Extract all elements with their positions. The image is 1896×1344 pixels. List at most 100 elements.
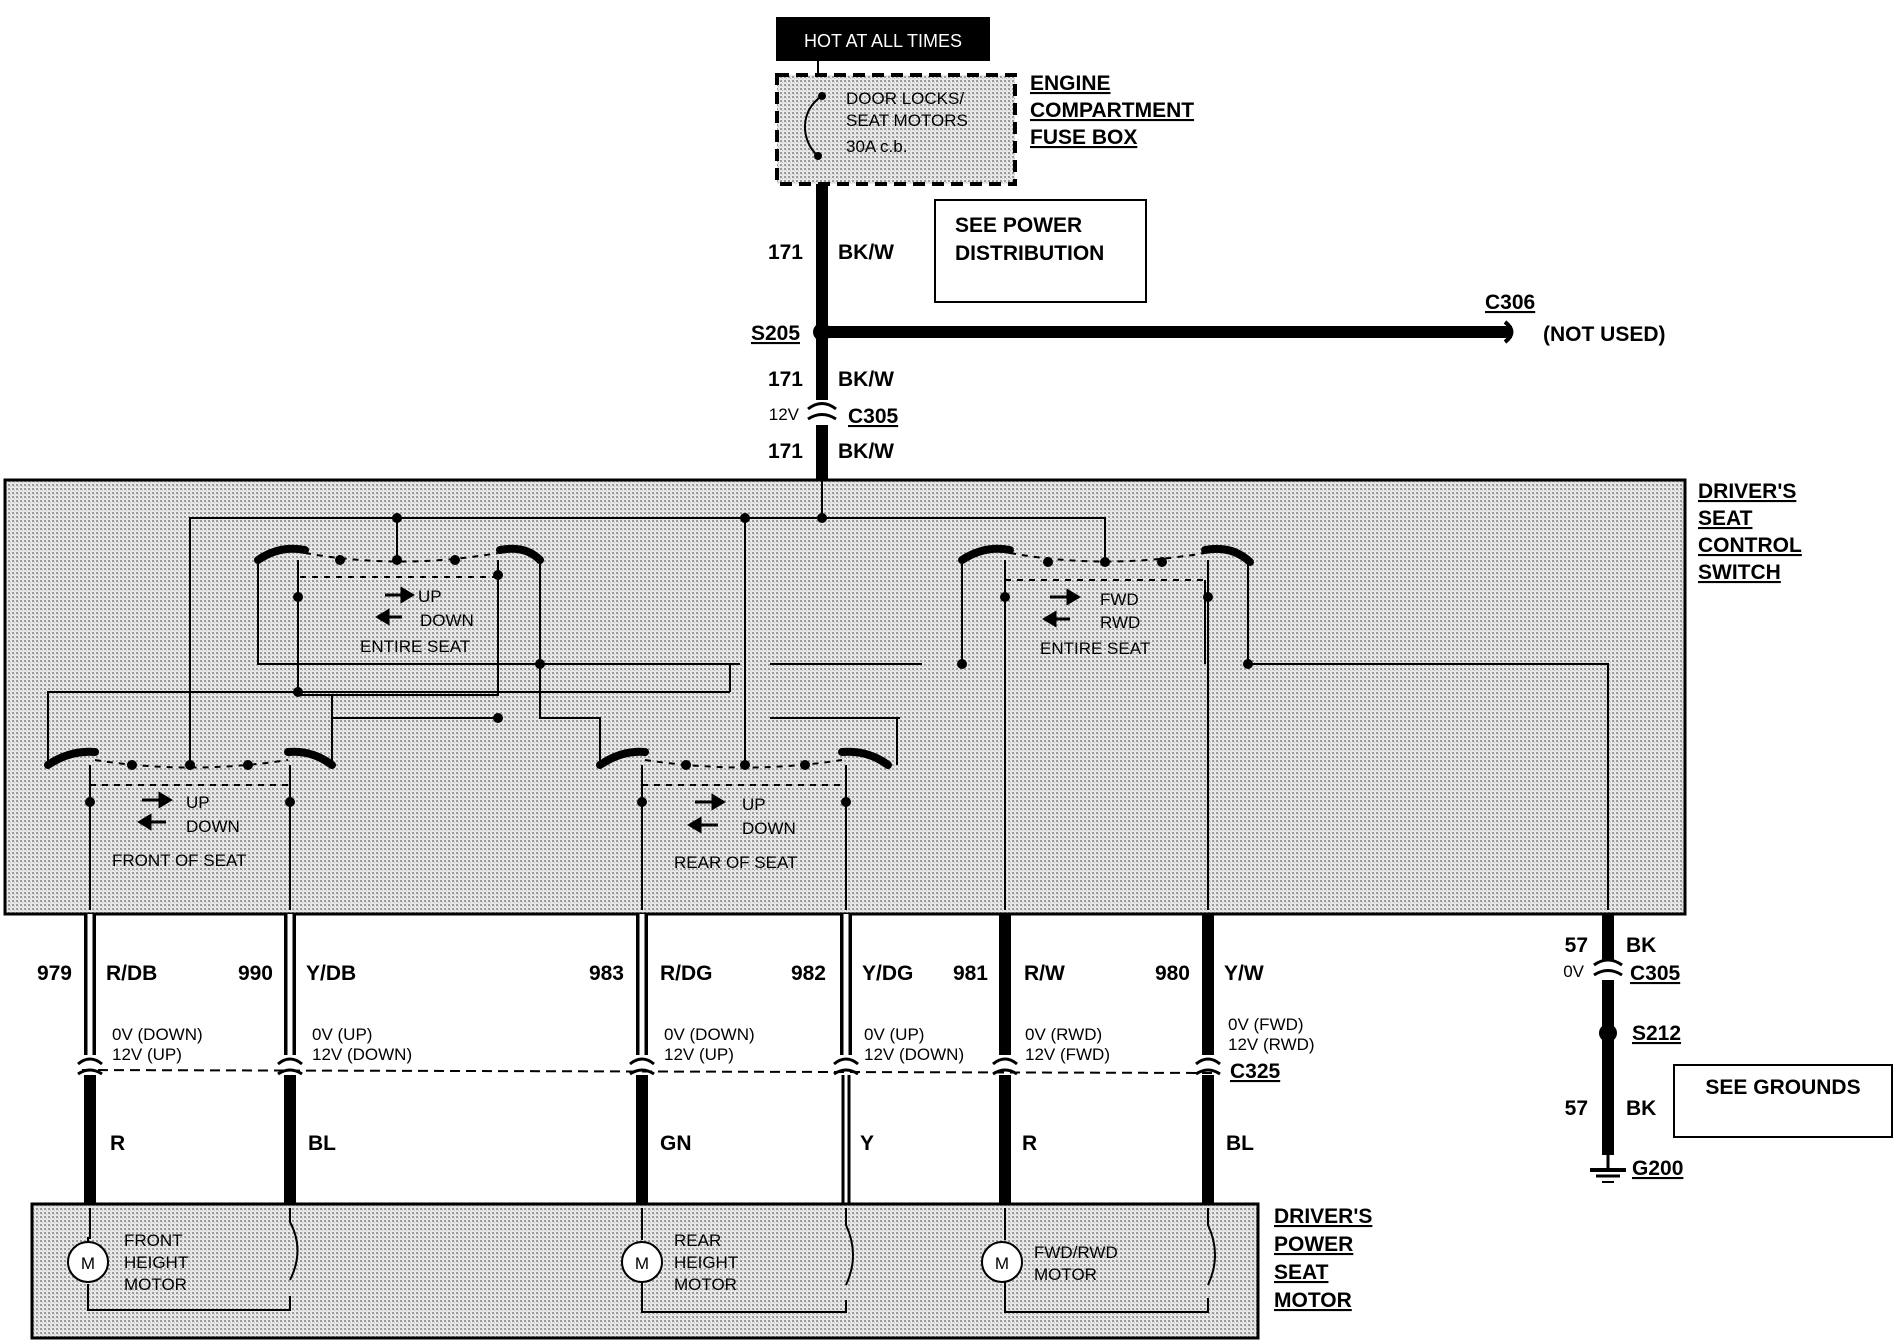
svg-text:Y/DB: Y/DB	[306, 962, 356, 985]
output-wires	[84, 914, 1214, 1208]
svg-text:M: M	[995, 1254, 1009, 1273]
g200-label: G200	[1632, 1157, 1683, 1180]
rear-motor-line3: MOTOR	[674, 1275, 737, 1294]
front-of-seat-up: UP	[186, 793, 210, 812]
ground-circuit-2: 57	[1565, 1097, 1588, 1120]
grounds-reference-label: SEE GROUNDS	[1705, 1076, 1860, 1099]
svg-text:12V (UP): 12V (UP)	[112, 1045, 182, 1064]
power-distribution-line1: SEE POWER	[955, 214, 1082, 237]
entire-seat-fwd: FWD	[1100, 590, 1139, 609]
entire-seat-fr-label: ENTIRE SEAT	[1040, 639, 1150, 658]
front-of-seat-down: DOWN	[186, 817, 240, 836]
feed-circuit-3: 171	[768, 440, 803, 463]
ground-color-1: BK	[1626, 934, 1656, 957]
rear-motor-line1: REAR	[674, 1231, 721, 1250]
motor-internal-wiring	[87, 1208, 1216, 1313]
grounds-reference	[1673, 1064, 1893, 1138]
fwd-motor-line1: FWD/RWD	[1034, 1243, 1118, 1262]
feed-circuit-2: 171	[768, 368, 803, 391]
motor-title-1: DRIVER'S	[1274, 1205, 1372, 1228]
front-of-seat-label: FRONT OF SEAT	[112, 851, 246, 870]
circuit-breaker-icon	[804, 95, 823, 157]
entire-seat-up: UP	[418, 587, 442, 606]
svg-text:12V (DOWN): 12V (DOWN)	[864, 1045, 964, 1064]
splice-s212-label: S212	[1632, 1022, 1681, 1045]
ground-circuit-1: 57	[1565, 934, 1588, 957]
switch-title-1: DRIVER'S	[1698, 480, 1796, 503]
motor-title-3: SEAT	[1274, 1261, 1329, 1284]
fuse-rating: 30A c.b.	[846, 137, 907, 156]
power-distribution-line2: DISTRIBUTION	[955, 242, 1104, 265]
svg-text:BL: BL	[1226, 1132, 1254, 1155]
svg-text:0V (FWD): 0V (FWD)	[1228, 1015, 1304, 1034]
switch-internal-wiring	[47, 480, 1609, 910]
feed-color-3: BK/W	[838, 440, 894, 463]
front-height-motor-icon: M	[67, 1241, 109, 1283]
c305-connector-icon	[807, 402, 837, 421]
svg-text:0V (DOWN): 0V (DOWN)	[664, 1025, 755, 1044]
svg-text:979: 979	[37, 962, 72, 985]
rear-of-seat-down: DOWN	[742, 819, 796, 838]
feed-color-1: BK/W	[838, 241, 894, 264]
svg-text:983: 983	[589, 962, 624, 985]
svg-text:12V (FWD): 12V (FWD)	[1025, 1045, 1110, 1064]
switch-title-4: SWITCH	[1698, 561, 1781, 584]
svg-text:GN: GN	[660, 1132, 692, 1155]
motor-title-4: MOTOR	[1274, 1289, 1352, 1312]
ground-voltage: 0V	[1563, 962, 1584, 981]
svg-text:BL: BL	[308, 1132, 336, 1155]
svg-text:R: R	[1022, 1132, 1037, 1155]
motor-title-2: POWER	[1274, 1233, 1353, 1256]
ground-circuit	[1590, 914, 1626, 1183]
svg-text:0V (UP): 0V (UP)	[312, 1025, 372, 1044]
feed-circuit-1: 171	[768, 241, 803, 264]
svg-text:Y: Y	[860, 1132, 874, 1155]
ground-c305-label: C305	[1630, 962, 1681, 985]
c325-connector-icons	[77, 1057, 1221, 1076]
svg-text:M: M	[81, 1254, 95, 1273]
svg-text:982: 982	[791, 962, 826, 985]
c306-label: C306	[1485, 291, 1535, 314]
entire-seat-rwd: RWD	[1100, 613, 1140, 632]
svg-text:980: 980	[1155, 962, 1190, 985]
feed-voltage: 12V	[769, 405, 800, 424]
fwd-rwd-motor-icon: M	[981, 1241, 1023, 1283]
svg-text:R/W: R/W	[1024, 962, 1065, 985]
rear-of-seat-up: UP	[742, 795, 766, 814]
feed-color-2: BK/W	[838, 368, 894, 391]
front-motor-line3: MOTOR	[124, 1275, 187, 1294]
c306-not-used: (NOT USED)	[1543, 323, 1666, 346]
front-motor-line2: HEIGHT	[124, 1253, 188, 1272]
switch-title-2: SEAT	[1698, 507, 1753, 530]
fwd-motor-line2: MOTOR	[1034, 1265, 1097, 1284]
svg-text:12V (UP): 12V (UP)	[664, 1045, 734, 1064]
fuse-box	[775, 73, 1017, 186]
rear-motor-line2: HEIGHT	[674, 1253, 738, 1272]
svg-text:990: 990	[238, 962, 273, 985]
svg-text:R/DB: R/DB	[106, 962, 157, 985]
fuse-name-line2: SEAT MOTORS	[846, 111, 968, 130]
svg-text:12V (DOWN): 12V (DOWN)	[312, 1045, 412, 1064]
entire-seat-ud-label: ENTIRE SEAT	[360, 637, 470, 656]
svg-text:R/DG: R/DG	[660, 962, 713, 985]
ground-color-2: BK	[1626, 1097, 1656, 1120]
svg-text:M: M	[635, 1254, 649, 1273]
switch-contacts	[44, 544, 1254, 769]
rear-height-motor-icon: M	[621, 1241, 663, 1283]
hot-at-all-times-badge	[776, 17, 990, 61]
power-distribution-reference	[934, 199, 1147, 303]
fuse-box-title-2: COMPARTMENT	[1030, 99, 1194, 122]
svg-text:0V (DOWN): 0V (DOWN)	[112, 1025, 203, 1044]
front-motor-line1: FRONT	[124, 1231, 183, 1250]
splice-s205-label: S205	[751, 322, 800, 345]
fuse-box-title-3: FUSE BOX	[1030, 126, 1137, 149]
svg-text:981: 981	[953, 962, 988, 985]
svg-text:0V (RWD): 0V (RWD)	[1025, 1025, 1102, 1044]
rear-of-seat-label: REAR OF SEAT	[674, 853, 797, 872]
switch-title-3: CONTROL	[1698, 534, 1802, 557]
fuse-box-title-1: ENGINE	[1030, 72, 1111, 95]
entire-seat-down: DOWN	[420, 611, 474, 630]
fuse-name-line1: DOOR LOCKS/	[846, 89, 964, 108]
wire-labels: 979 R/DB 0V (DOWN) 12V (UP) R 990 Y/DB 0…	[37, 962, 1315, 1155]
